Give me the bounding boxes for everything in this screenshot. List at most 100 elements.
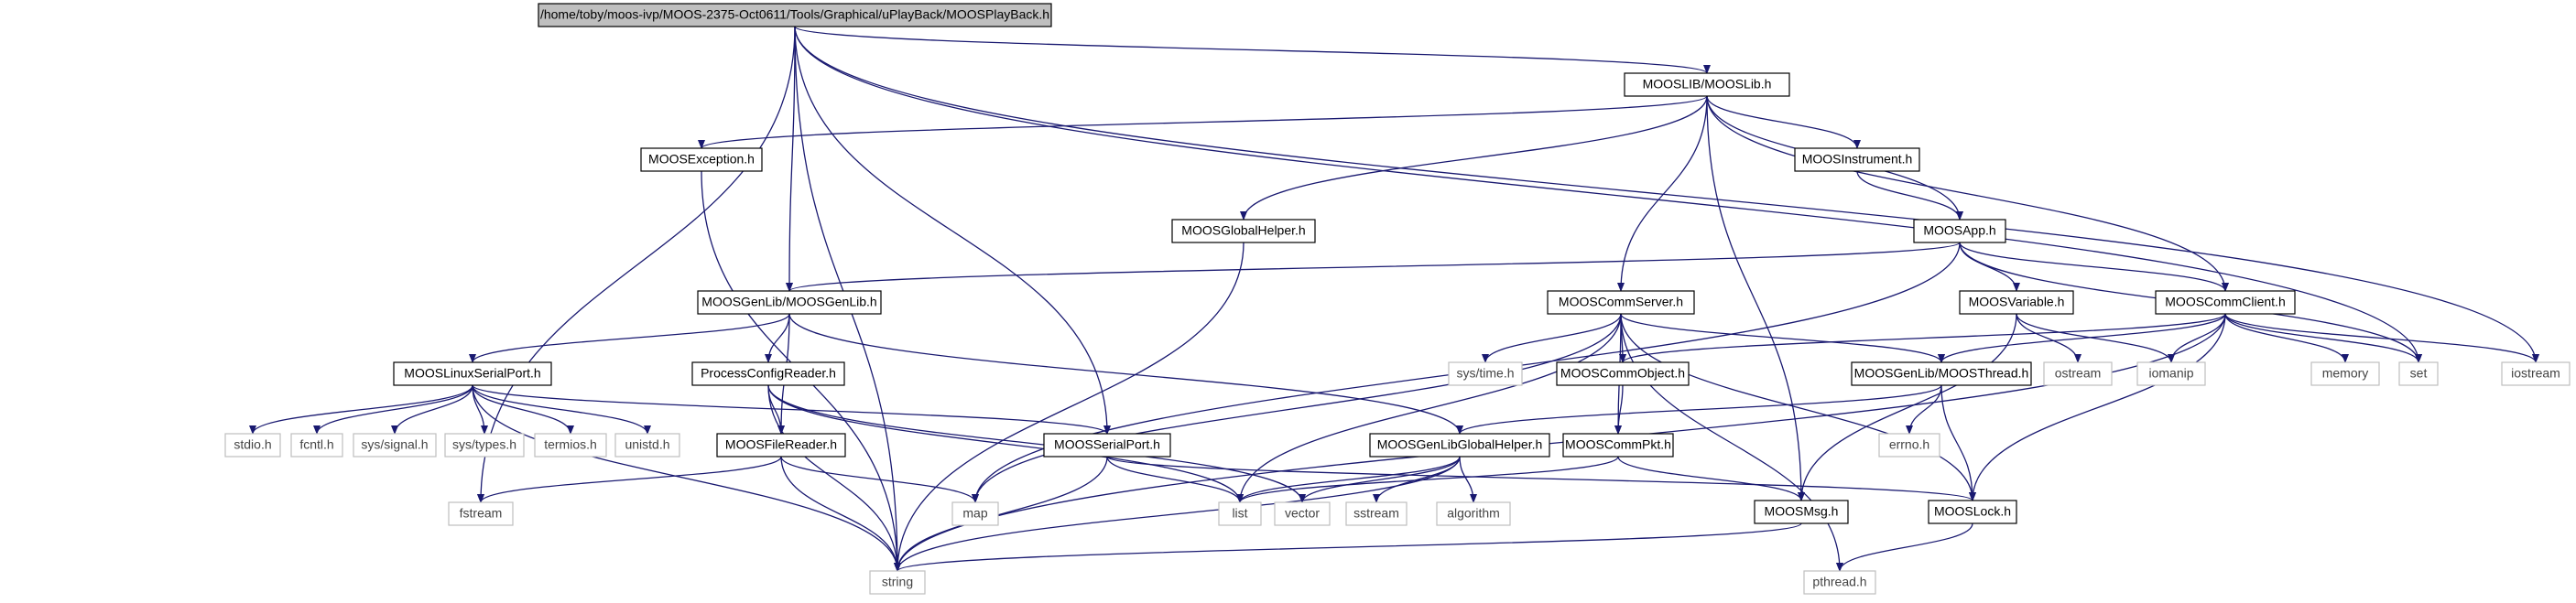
node-moosfilereader[interactable]: MOOSFileReader.h: [716, 433, 846, 458]
node-label: list: [1232, 506, 1247, 521]
node-mooslib[interactable]: MOOSLIB/MOOSLib.h: [1624, 72, 1790, 97]
edge-root-to-set: [794, 26, 2422, 363]
node-mooscommclient[interactable]: MOOSCommClient.h: [2155, 290, 2296, 315]
node-vector[interactable]: vector: [1274, 501, 1331, 526]
node-mooslinuxserialport[interactable]: MOOSLinuxSerialPort.h: [393, 361, 552, 386]
node-label: ProcessConfigReader.h: [701, 366, 836, 381]
node-label: MOOSLIB/MOOSLib.h: [1643, 77, 1772, 92]
node-label: termios.h: [544, 437, 597, 452]
node-moosthread[interactable]: MOOSGenLib/MOOSThread.h: [1851, 361, 2032, 386]
node-label: pthread.h: [1812, 575, 1866, 589]
edge-linuxserial-to-string: [472, 384, 901, 572]
node-unistd[interactable]: unistd.h: [614, 433, 680, 458]
node-map[interactable]: map: [951, 501, 999, 526]
edge-globalhelper-to-string: [894, 242, 1245, 572]
edge-commpkt-to-list: [1236, 456, 1619, 503]
edge-commobject-to-commpkt: [1614, 384, 1624, 435]
node-pthread[interactable]: pthread.h: [1803, 570, 1876, 595]
edge-app-to-commclient: [1959, 242, 2229, 292]
node-moosgenlibglobalhelper[interactable]: MOOSGenLibGlobalHelper.h: [1369, 433, 1550, 458]
node-sys-signal[interactable]: sys/signal.h: [353, 433, 437, 458]
node-root-moosplayback[interactable]: /home/toby/moos-ivp/MOOS-2375-Oct0611/To…: [538, 3, 1052, 27]
node-moosapp[interactable]: MOOSApp.h: [1913, 219, 2006, 243]
node-label: set: [2410, 366, 2428, 381]
edge-commserver-to-list: [1236, 313, 1622, 503]
edge-lock-to-pthread: [1836, 522, 1973, 572]
node-mooscommserver[interactable]: MOOSCommServer.h: [1547, 290, 1695, 315]
edge-commclient-to-lock: [1969, 313, 2226, 501]
node-moosmsg[interactable]: MOOSMsg.h: [1754, 500, 1849, 524]
node-fcntl[interactable]: fcntl.h: [290, 433, 343, 458]
edge-mooslib-to-msg: [1706, 95, 1805, 501]
node-iostream[interactable]: iostream: [2501, 361, 2571, 386]
node-mooslock[interactable]: MOOSLock.h: [1928, 500, 2017, 524]
edge-mooslib-to-instrument: [1706, 95, 1861, 149]
edge-commserver-to-systime: [1482, 313, 1622, 363]
node-moosgenlib[interactable]: MOOSGenLib/MOOSGenLib.h: [697, 290, 882, 315]
node-sstream[interactable]: sstream: [1345, 501, 1408, 526]
edge-app-to-genlib: [786, 242, 1961, 292]
node-termios[interactable]: termios.h: [534, 433, 607, 458]
edge-root-to-genlib: [786, 26, 796, 292]
node-mooscommpkt[interactable]: MOOSCommPkt.h: [1562, 433, 1674, 458]
node-label: fcntl.h: [299, 437, 333, 452]
node-label: fstream: [460, 506, 503, 521]
node-label: MOOSGenLibGlobalHelper.h: [1377, 437, 1543, 452]
node-label: map: [962, 506, 987, 521]
node-label: iomanip: [2148, 366, 2193, 381]
edge-pcr-to-list: [767, 384, 1244, 503]
node-sys-time[interactable]: sys/time.h: [1448, 361, 1523, 386]
node-label: MOOSGenLib/MOOSThread.h: [1854, 366, 2029, 381]
edge-genlibhelper-to-list: [1236, 456, 1461, 503]
node-label: sys/types.h: [452, 437, 516, 452]
node-label: MOOSCommServer.h: [1559, 295, 1683, 309]
node-stdio[interactable]: stdio.h: [224, 433, 281, 458]
edge-root-to-mooslib: [794, 26, 1711, 74]
edge-genlibhelper-to-vector: [1299, 456, 1461, 503]
edge-variable-to-ostream: [2016, 313, 2081, 363]
node-moosvariable[interactable]: MOOSVariable.h: [1959, 290, 2074, 315]
edge-genlib-to-linuxserial: [469, 313, 790, 363]
edge-root-to-fstream: [477, 26, 796, 503]
node-label: errno.h: [1889, 437, 1929, 452]
node-algorithm[interactable]: algorithm: [1436, 501, 1511, 526]
edge-variable-to-iomanip: [2016, 313, 2175, 363]
node-errno[interactable]: errno.h: [1878, 433, 1940, 458]
edge-commserver-to-thread: [1620, 313, 1945, 363]
node-fstream[interactable]: fstream: [448, 501, 514, 526]
node-moosglobalhelper[interactable]: MOOSGlobalHelper.h: [1171, 219, 1316, 243]
edge-variable-to-msg: [1798, 313, 2017, 501]
node-sys-types[interactable]: sys/types.h: [444, 433, 525, 458]
node-moosinstrument[interactable]: MOOSInstrument.h: [1794, 147, 1920, 172]
edge-pcr-to-vector: [767, 384, 1306, 503]
edge-genlib-to-genlibhelper: [788, 313, 1463, 435]
node-set[interactable]: set: [2398, 361, 2439, 386]
edge-filereader-to-fstream: [477, 456, 782, 503]
node-mooscommobject[interactable]: MOOSCommObject.h: [1556, 361, 1690, 386]
node-label: MOOSLock.h: [1934, 504, 2011, 519]
node-label: MOOSApp.h: [1923, 223, 1995, 238]
node-label: algorithm: [1447, 506, 1500, 521]
node-label: memory: [2322, 366, 2369, 381]
edge-filereader-to-string: [780, 456, 901, 572]
edge-linuxserial-to-unistd: [472, 384, 651, 435]
node-processconfigreader[interactable]: ProcessConfigReader.h: [691, 361, 845, 386]
edge-thread-to-genlibhelper: [1456, 384, 1942, 435]
node-label: MOOSVariable.h: [1969, 295, 2065, 309]
node-iomanip[interactable]: iomanip: [2136, 361, 2206, 386]
node-label: /home/toby/moos-ivp/MOOS-2375-Oct0611/To…: [540, 7, 1049, 22]
edge-serialport-to-string: [894, 456, 1108, 572]
node-moosserialport[interactable]: MOOSSerialPort.h: [1043, 433, 1171, 458]
edge-genlibhelper-to-algorithm: [1459, 456, 1477, 503]
edge-commclient-to-set: [2224, 313, 2422, 363]
node-list[interactable]: list: [1218, 501, 1262, 526]
node-label: unistd.h: [625, 437, 669, 452]
node-moosexception[interactable]: MOOSException.h: [640, 147, 763, 172]
node-label: string: [882, 575, 913, 589]
edge-serialport-to-list: [1106, 456, 1244, 503]
node-string[interactable]: string: [869, 570, 926, 595]
node-label: MOOSCommClient.h: [2165, 295, 2285, 309]
node-ostream[interactable]: ostream: [2043, 361, 2113, 386]
node-memory[interactable]: memory: [2310, 361, 2380, 386]
